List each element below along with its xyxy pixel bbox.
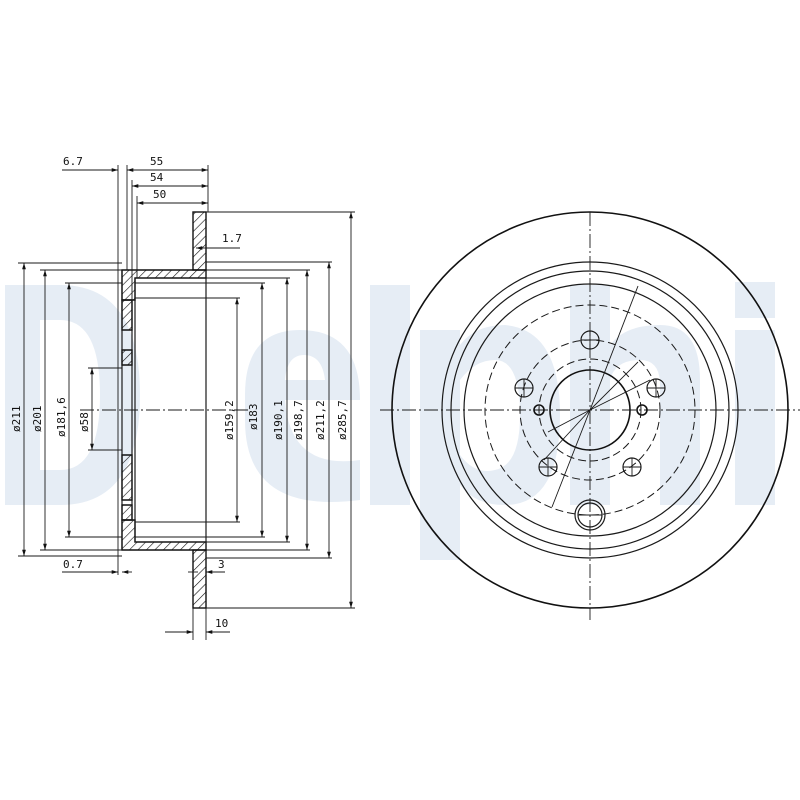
dim-d58: ø58	[78, 412, 91, 432]
dim-d211-2: ø211,2	[314, 400, 327, 440]
front-view	[380, 211, 800, 620]
dim-10: 10	[215, 617, 228, 630]
dim-d159-2: ø159,2	[223, 400, 236, 440]
bolt-hole	[646, 378, 666, 398]
bolt-hole	[538, 457, 558, 477]
dim-d201: ø201	[31, 406, 44, 433]
dim-54: 54	[150, 171, 164, 184]
dim-d211: ø211	[10, 406, 23, 433]
large-hole	[574, 499, 606, 531]
dim-6-7: 6.7	[63, 155, 83, 168]
dim-1-7: 1.7	[222, 232, 242, 245]
center-bore	[549, 369, 631, 451]
friction-ring-bottom	[192, 549, 207, 609]
dim-d181-6: ø181,6	[55, 397, 68, 437]
bolt-hole	[622, 457, 642, 477]
locating-hole	[533, 404, 545, 416]
dim-3: 3	[218, 558, 225, 571]
dim-0-7: 0.7	[63, 558, 83, 571]
dim-d198-7: ø198,7	[292, 400, 305, 440]
dim-50: 50	[153, 188, 166, 201]
dim-d183: ø183	[247, 404, 260, 431]
friction-inner-edge	[441, 261, 739, 559]
dim-d285-7: ø285,7	[336, 400, 349, 440]
disc-outer-edge	[391, 211, 789, 609]
locating-hole	[636, 404, 648, 416]
dim-55: 55	[150, 155, 163, 168]
dim-d190-1: ø190,1	[272, 400, 285, 440]
delphi-watermark	[5, 282, 775, 560]
section-view: 6.7 55 54 50 1.7 ø159,2 ø183 ø190,1 ø198…	[10, 155, 355, 640]
bolt-hole	[580, 330, 600, 350]
friction-ring-top	[192, 211, 207, 271]
bolt-hole	[514, 378, 534, 398]
